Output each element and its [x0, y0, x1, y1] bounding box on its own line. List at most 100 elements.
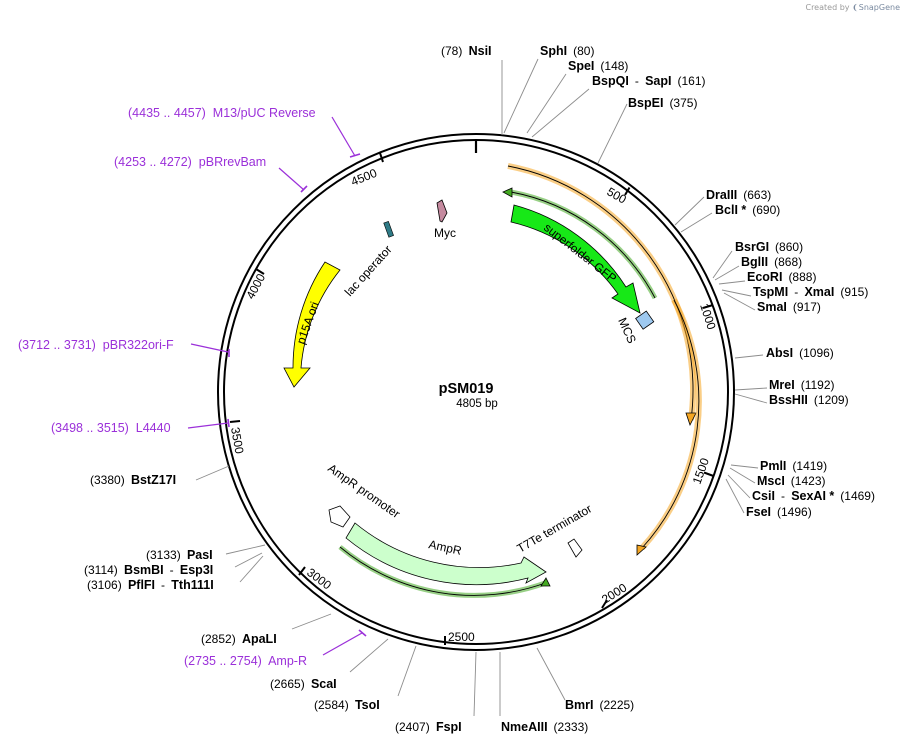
site-smai-position-1: (917) — [787, 300, 821, 314]
site-label-bstz17i[interactable]: (3380) BstZ17I — [90, 473, 176, 487]
site-label-pfifi-tth111i[interactable]: (3106) PflFI - Tth111I — [87, 578, 214, 592]
tick-label-1000: 1000 — [697, 302, 719, 332]
leader-fspi — [473, 651, 477, 717]
site-mrei-position-1: (1192) — [795, 378, 835, 392]
site-nmeaiii-position-1: (2333) — [548, 720, 589, 734]
leader-scai — [349, 638, 389, 673]
tick-mark-2000 — [601, 599, 608, 609]
site-mrei-enzyme-0: MreI — [769, 378, 795, 392]
site-label-fsei[interactable]: FseI (1496) — [746, 505, 812, 519]
leader-smai — [723, 292, 756, 311]
tick-label-4500: 4500 — [349, 166, 379, 189]
site-bglii-enzyme-0: BglII — [741, 255, 768, 269]
feature-myc[interactable] — [436, 199, 448, 223]
site-label-bsmbi-esp3i[interactable]: (3114) BsmBI - Esp3I — [84, 563, 213, 577]
site-label-ecori[interactable]: EcoRI (888) — [747, 270, 816, 284]
site-label-tspmi-xmai[interactable]: TspMI - XmaI (915) — [753, 285, 868, 299]
leader-bcli — [680, 212, 713, 233]
site-label-bsrgi[interactable]: BsrGI (860) — [735, 240, 803, 254]
leader-absi — [734, 354, 764, 359]
orf-arc-green-gfp-line — [510, 191, 656, 299]
site-bspei-enzyme-0: BspEI — [628, 96, 663, 110]
leader-pasi — [225, 544, 266, 555]
feature-superfolder-gfp[interactable] — [510, 204, 641, 314]
leader-bspqi-sapi — [531, 88, 590, 138]
site-apali-position-0: (2852) — [201, 632, 236, 646]
feature-t7te-terminator[interactable] — [567, 538, 583, 558]
site-draiii-enzyme-0: DraIII — [706, 188, 737, 202]
site-label-msci[interactable]: MscI (1423) — [757, 474, 825, 488]
leader-sphi — [503, 58, 539, 134]
site-bsmbi-esp3i-enzyme-1: BsmBI — [118, 563, 164, 577]
site-sphi-position-1: (80) — [567, 44, 594, 58]
site-label-pmli[interactable]: PmlI (1419) — [760, 459, 827, 473]
site-label-nmeaiii[interactable]: NmeAIII (2333) — [501, 720, 588, 734]
feature-label-mcs: MCS — [615, 316, 639, 346]
site-label-draiii[interactable]: DraIII (663) — [706, 188, 771, 202]
leader-bsmbi-esp3i — [234, 552, 263, 568]
site-tspmi-xmai-position-1: - — [788, 285, 798, 299]
feature-p15a-ori[interactable] — [283, 261, 341, 388]
site-label-tsoi[interactable]: (2584) TsoI — [314, 698, 380, 712]
site-bspqi-sapi-enzyme-2: SapI — [639, 74, 672, 88]
site-label-bspqi-sapi[interactable]: BspQI - SapI (161) — [592, 74, 705, 88]
site-label-csii-sexai[interactable]: CsiI - SexAI * (1469) — [752, 489, 875, 503]
primer-leader-l4440 — [187, 422, 229, 429]
site-label-fspi[interactable]: (2407) FspI — [395, 720, 462, 734]
site-label-sphi[interactable]: SphI (80) — [540, 44, 594, 58]
site-sphi-enzyme-0: SphI — [540, 44, 567, 58]
site-label-mrei[interactable]: MreI (1192) — [769, 378, 835, 392]
site-bspqi-sapi-position-1: - — [629, 74, 639, 88]
feature-mcs[interactable] — [635, 310, 655, 330]
site-bsrgi-enzyme-0: BsrGI — [735, 240, 769, 254]
site-pfifi-tth111i-enzyme-1: PflFI — [122, 578, 155, 592]
tick-label-3500: 3500 — [228, 426, 246, 455]
leader-bmri — [536, 647, 566, 701]
primer-label-pbr322ori-f[interactable]: (3712 .. 3731) pBR322ori-F — [18, 338, 174, 352]
credit-brand: SnapGene — [858, 3, 900, 12]
site-tsoi-position-0: (2584) — [314, 698, 349, 712]
primer-mark-m13-puc-reverse — [349, 153, 361, 158]
site-label-bmri[interactable]: BmrI (2225) — [565, 698, 634, 712]
primer-label-pbrrevbam[interactable]: (4253 .. 4272) pBRrevBam — [114, 155, 266, 169]
primer-leader-pbrrevbam — [278, 167, 305, 191]
site-bstz17i-enzyme-1: BstZ17I — [125, 473, 176, 487]
primer-label-l4440[interactable]: (3498 .. 3515) L4440 — [51, 421, 171, 435]
feature-ampr[interactable] — [345, 522, 547, 586]
site-msci-enzyme-0: MscI — [757, 474, 785, 488]
site-label-bspei[interactable]: BspEI (375) — [628, 96, 697, 110]
site-bsshii-enzyme-0: BssHII — [769, 393, 808, 407]
site-label-scai[interactable]: (2665) ScaI — [270, 677, 337, 691]
site-ecori-position-1: (888) — [782, 270, 816, 284]
feature-lac-operator[interactable] — [383, 221, 394, 238]
site-label-apali[interactable]: (2852) ApaLI — [201, 632, 277, 646]
site-apali-enzyme-1: ApaLI — [236, 632, 277, 646]
orf-arrowhead-green-ampr — [540, 577, 551, 587]
site-nsii-enzyme-1: NsiI — [462, 44, 491, 58]
feature-ampr-promoter[interactable] — [328, 505, 351, 528]
leader-ecori — [718, 280, 746, 285]
site-bcli-enzyme-0: BclI * — [715, 203, 746, 217]
leader-spei — [526, 73, 567, 134]
site-fsei-position-1: (1496) — [771, 505, 812, 519]
site-label-spei[interactable]: SpeI (148) — [568, 59, 628, 73]
site-spei-position-1: (148) — [594, 59, 628, 73]
primer-label-m13-puc-reverse[interactable]: (4435 .. 4457) M13/pUC Reverse — [128, 106, 316, 120]
primer-label-amp-r[interactable]: (2735 .. 2754) Amp-R — [184, 654, 307, 668]
site-bglii-position-1: (868) — [768, 255, 802, 269]
leader-tsoi — [397, 645, 417, 697]
site-label-nsii[interactable]: (78) NsiI — [441, 44, 492, 58]
site-msci-position-1: (1423) — [785, 474, 826, 488]
site-label-bglii[interactable]: BglII (868) — [741, 255, 802, 269]
site-label-smai[interactable]: SmaI (917) — [757, 300, 821, 314]
leader-bglii — [714, 265, 740, 281]
leader-pfifi-tth111i — [239, 555, 264, 583]
primer-labels: (4435 .. 4457) M13/pUC Reverse (4253 .. … — [18, 106, 316, 668]
site-label-pasi[interactable]: (3133) PasI — [146, 548, 213, 562]
site-tsoi-enzyme-1: TsoI — [349, 698, 380, 712]
site-label-absi[interactable]: AbsI (1096) — [766, 346, 834, 360]
site-label-bsshii[interactable]: BssHII (1209) — [769, 393, 849, 407]
site-label-bcli[interactable]: BclI * (690) — [715, 203, 780, 217]
feature-label-lac-operator: lac operator — [342, 243, 395, 299]
site-bstz17i-position-0: (3380) — [90, 473, 125, 487]
